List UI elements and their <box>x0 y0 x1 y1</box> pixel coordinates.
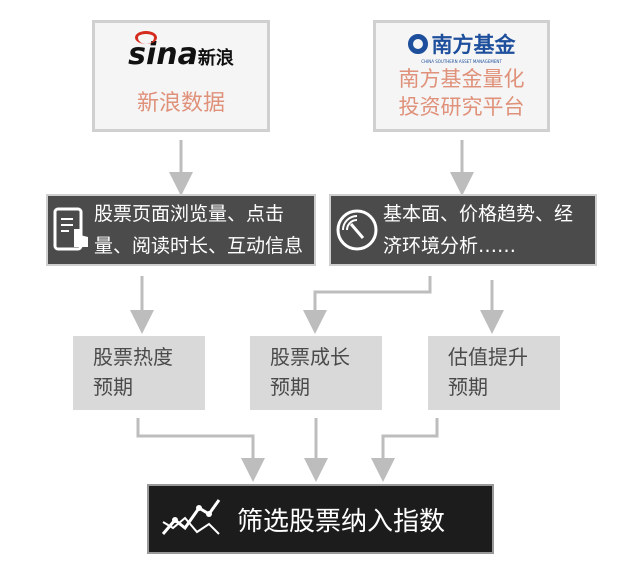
expectation-heat: 股票热度预期 <box>73 336 205 410</box>
valuation-line2: 预期 <box>448 375 488 399</box>
nanfang-label-line1: 南方基金量化 <box>398 67 525 91</box>
sina-logo: sina新浪 <box>95 31 267 77</box>
result-label: 筛选股票纳入指数 <box>237 506 446 537</box>
chart-trend-icon <box>161 499 221 535</box>
input-box-fundamentals: 基本面、价格趋势、经济环境分析…… <box>329 194 597 266</box>
input1-line2: 量、阅读时长、互动信息 <box>94 235 304 257</box>
nanfang-logo-cn: 南方基金 <box>431 33 516 57</box>
arrow-input2-to-growth <box>303 276 432 334</box>
heat-line2: 预期 <box>93 375 133 399</box>
sina-source-box: sina新浪 新浪数据 <box>92 20 270 132</box>
arrow-heat-to-result <box>136 418 265 482</box>
nanfang-swirl-icon <box>407 34 428 54</box>
valuation-line1: 估值提升 <box>448 345 528 369</box>
nanfang-logo: 南方基金 <box>376 29 547 59</box>
growth-line1: 股票成长 <box>270 345 350 369</box>
heat-line1: 股票热度 <box>93 345 173 369</box>
nanfang-logo-en: CHINA SOUTHERN ASSET MANAGEMENT <box>421 59 502 64</box>
sina-eye-icon <box>135 31 157 44</box>
nanfang-source-box: 南方基金 CHINA SOUTHERN ASSET MANAGEMENT 南方基… <box>373 20 550 132</box>
input1-line1: 股票页面浏览量、点击 <box>94 203 285 225</box>
tablet-touch-icon <box>53 207 88 251</box>
input2-line2: 济环境分析…… <box>383 235 517 257</box>
input-box-user-behavior: 股票页面浏览量、点击量、阅读时长、互动信息 <box>46 194 316 266</box>
arrow-valuation-to-result <box>371 418 439 482</box>
growth-line2: 预期 <box>270 375 310 399</box>
input2-line1: 基本面、价格趋势、经 <box>383 203 574 225</box>
sina-logo-cn: 新浪 <box>197 48 234 69</box>
expectation-valuation: 估值提升预期 <box>428 336 560 410</box>
nanfang-label-line2: 投资研究平台 <box>398 95 525 119</box>
sina-label: 新浪数据 <box>136 91 225 116</box>
expectation-growth: 股票成长预期 <box>250 336 382 410</box>
result-box: 筛选股票纳入指数 <box>147 484 494 554</box>
radar-gauge-icon <box>336 209 378 251</box>
